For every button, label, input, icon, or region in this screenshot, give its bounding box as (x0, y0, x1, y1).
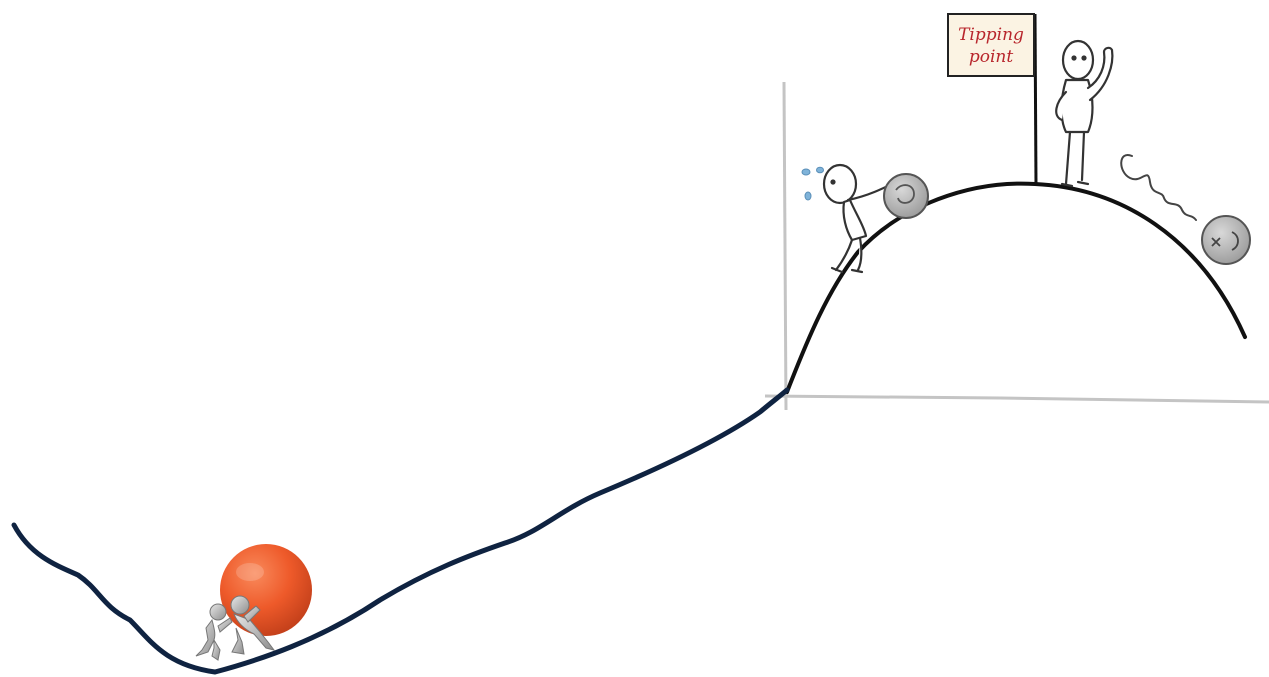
valley-curve (14, 390, 787, 672)
figure-pushing-icon (824, 165, 896, 272)
sweat-drops-icon (802, 167, 824, 200)
sketch-boulder-icon (884, 174, 928, 218)
figure-waving-icon (1056, 41, 1112, 186)
panel-vertical-axis (784, 82, 786, 410)
flag-label-line2: point (969, 47, 1014, 67)
orange-boulder-icon (220, 544, 312, 636)
flag-label-line1: Tipping (958, 25, 1024, 45)
rolling-boulder-icon (1202, 216, 1250, 264)
panel-ground-line (765, 396, 1269, 402)
tipping-point-flag-icon: Tipping point (948, 14, 1036, 186)
sketch-panel (765, 82, 1269, 410)
